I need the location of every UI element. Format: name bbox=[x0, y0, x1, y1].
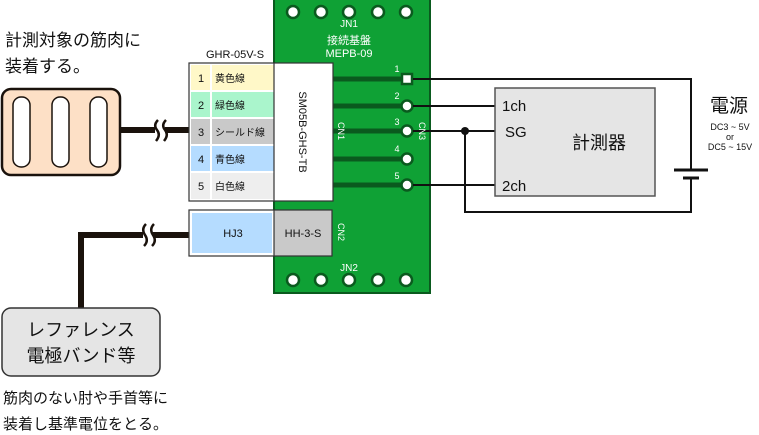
cable-break-icon bbox=[154, 119, 160, 142]
connector-hj3 bbox=[192, 213, 272, 253]
ghr-row-5 bbox=[191, 173, 275, 199]
pad-5 bbox=[400, 178, 414, 192]
connector-hh-3-s bbox=[273, 209, 333, 257]
sm05b-label: SM05B-GHS-TB bbox=[296, 91, 308, 172]
cable-break-icon bbox=[142, 223, 148, 247]
jn2-holes bbox=[285, 272, 414, 288]
ghr-row-1-num: 1 bbox=[198, 73, 204, 85]
board-name: 接続基盤 bbox=[327, 33, 371, 47]
pad-3 bbox=[400, 124, 414, 138]
ghr-row-4-num: 4 bbox=[198, 154, 204, 166]
electrode-caption-line2: 装着する。 bbox=[5, 57, 90, 77]
power-spec-line1: DC3 ~ 5V bbox=[710, 122, 749, 132]
hj3-label: HJ3 bbox=[223, 228, 243, 240]
junction-dot bbox=[461, 127, 469, 135]
reference-label-line2: 電極バンド等 bbox=[27, 346, 136, 367]
ghr-row-2 bbox=[191, 92, 275, 117]
cable-break-icon bbox=[162, 119, 168, 142]
jn1-holes bbox=[285, 4, 414, 20]
board-cn2-label: CN2 bbox=[336, 223, 346, 241]
reference-caption-line2: 装着し基準電位をとる。 bbox=[3, 415, 168, 433]
ghr-title: GHR-05V-S bbox=[206, 49, 264, 61]
reference-caption-line1: 筋肉のない肘や手首等に bbox=[3, 389, 168, 407]
pin-1-label: 1 bbox=[394, 64, 399, 74]
electrode-caption-line1: 計測対象の筋肉に bbox=[5, 31, 141, 51]
power-spec-line2: DC5 ~ 15V bbox=[708, 142, 752, 152]
electrode-slot bbox=[89, 96, 108, 168]
connector-ghr-05v-s bbox=[188, 62, 276, 202]
ghr-row-4 bbox=[191, 146, 275, 171]
board-model: MEPB-09 bbox=[325, 48, 372, 60]
reference-label-line1: レファレンス bbox=[27, 320, 135, 341]
power-title: 電源 bbox=[710, 95, 748, 117]
ghr-row-2-num: 2 bbox=[198, 100, 204, 112]
electrode-slot bbox=[51, 96, 70, 168]
ghr-row-2-label: 緑色線 bbox=[215, 99, 245, 112]
pad-1 bbox=[400, 72, 414, 86]
power-spec-or: or bbox=[726, 132, 734, 142]
hh3s-label: HH-3-S bbox=[285, 228, 322, 240]
instrument-1ch-label: 1ch bbox=[502, 98, 526, 115]
electrode-cable bbox=[120, 119, 190, 142]
ghr-row-3-num: 3 bbox=[198, 127, 204, 139]
electrode-slot bbox=[12, 96, 31, 168]
external-wires bbox=[413, 78, 692, 213]
board-cn3-label: CN3 bbox=[417, 122, 427, 140]
electrode-pad bbox=[0, 87, 122, 177]
ghr-row-5-num: 5 bbox=[198, 181, 204, 193]
instrument-box bbox=[494, 87, 656, 197]
pin-2-label: 2 bbox=[394, 91, 399, 101]
reference-cable bbox=[78, 223, 190, 309]
pad-4 bbox=[400, 152, 414, 166]
pad-2 bbox=[400, 99, 414, 113]
ghr-row-4-label: 青色線 bbox=[215, 153, 245, 166]
pin-3-label: 3 bbox=[394, 117, 399, 127]
instrument-sg-label: SG bbox=[505, 124, 527, 141]
ghr-row-3 bbox=[191, 119, 275, 144]
ghr-row-3-label: シールド線 bbox=[215, 126, 265, 139]
instrument-title: 計測器 bbox=[572, 133, 626, 154]
reference-electrode-box bbox=[1, 307, 161, 377]
connector-sm05b bbox=[273, 62, 334, 202]
instrument-2ch-label: 2ch bbox=[502, 178, 526, 195]
cable-break-icon bbox=[150, 223, 156, 247]
ghr-row-5-label: 白色線 bbox=[215, 180, 245, 193]
board-cn1-label: CN1 bbox=[336, 122, 346, 140]
pin-4-label: 4 bbox=[394, 144, 399, 154]
ghr-row-1-label: 黄色線 bbox=[215, 72, 245, 85]
ghr-row-1 bbox=[191, 65, 275, 90]
board-traces bbox=[333, 76, 405, 188]
board-jn1-label: JN1 bbox=[340, 19, 358, 30]
board-jn2-label: JN2 bbox=[340, 263, 358, 274]
battery-icon bbox=[674, 168, 708, 180]
pin-5-label: 5 bbox=[394, 171, 399, 181]
